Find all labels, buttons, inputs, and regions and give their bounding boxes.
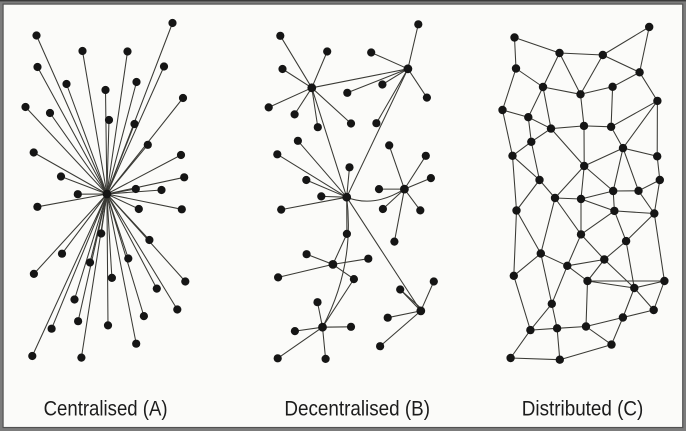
svg-text:Centralised (A): Centralised (A) (44, 397, 168, 421)
svg-text:Decentralised (B): Decentralised (B) (284, 397, 430, 421)
svg-text:Distributed (C): Distributed (C) (522, 397, 644, 421)
